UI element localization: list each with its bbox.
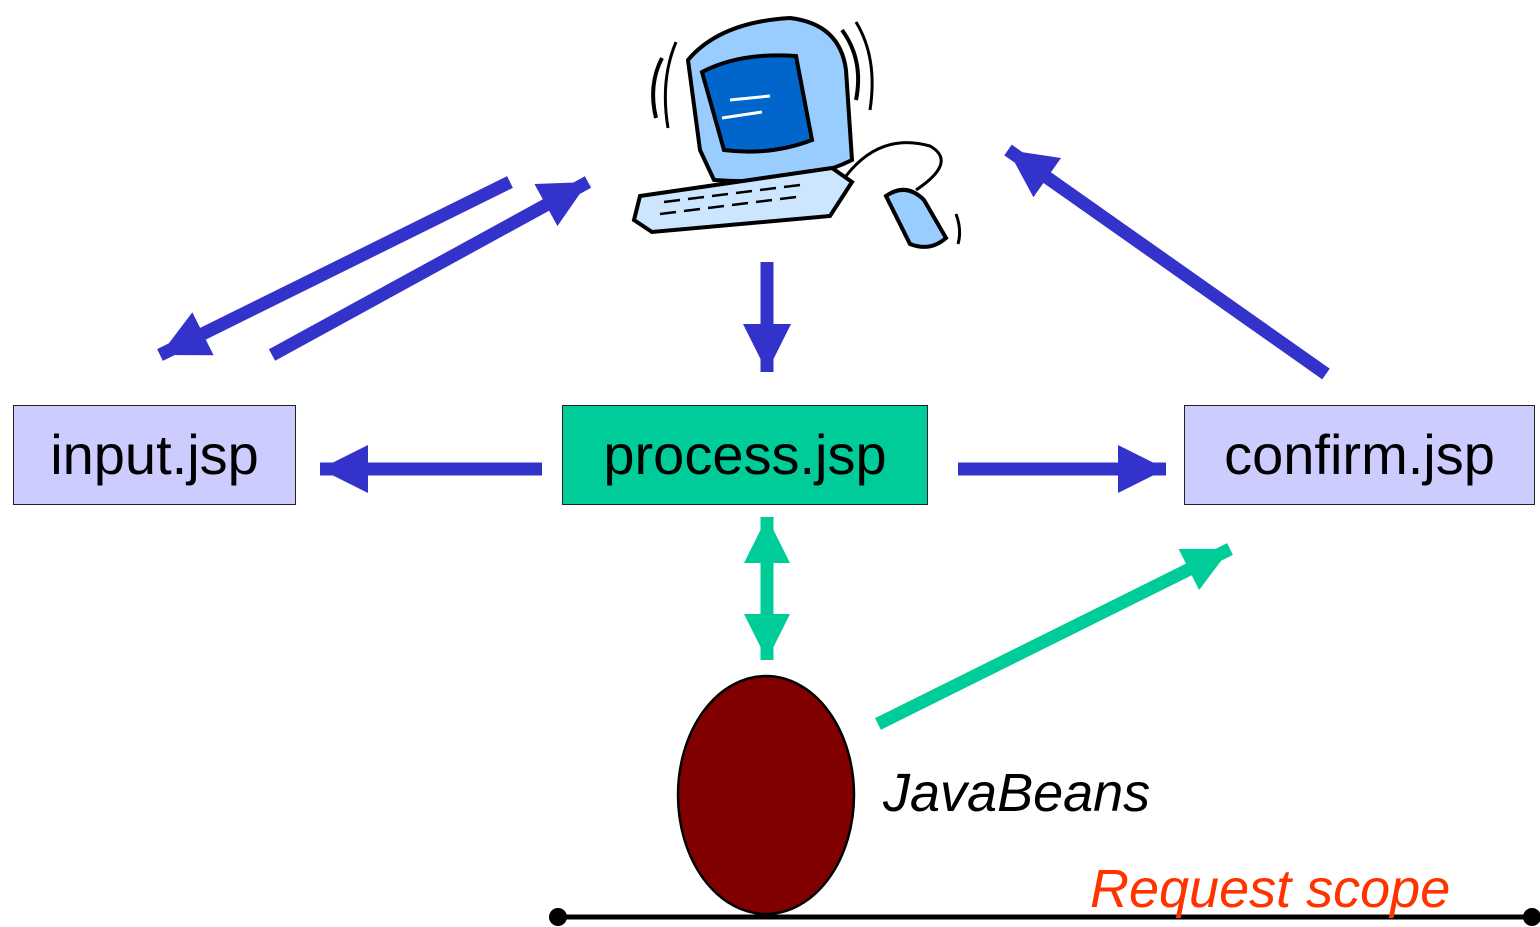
arrow-input-to-client: [268, 176, 592, 361]
request-scope-label: Request scope: [1090, 859, 1451, 919]
arrow-confirm-to-client: [1004, 144, 1330, 380]
node-process-jsp: process.jsp: [562, 405, 928, 505]
node-input-jsp: input.jsp: [13, 405, 296, 505]
scope-line-end-dot: [1523, 908, 1540, 926]
arrow-client-to-input: [157, 176, 513, 361]
node-confirm-jsp: confirm.jsp: [1184, 405, 1535, 505]
javabeans-label: JavaBeans: [883, 763, 1151, 823]
scope-line-start-dot: [549, 908, 567, 926]
arrow-bean-to-confirm: [875, 543, 1233, 730]
computer-icon: [631, 15, 962, 249]
javabean-shape: [676, 674, 856, 916]
